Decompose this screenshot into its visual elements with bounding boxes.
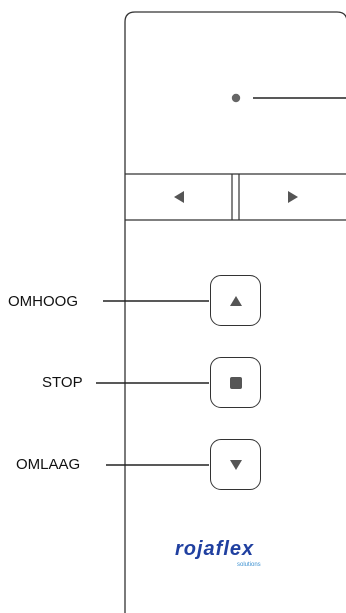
triangle-down-icon (229, 459, 242, 470)
triangle-up-icon (229, 295, 242, 306)
omlaag-label: OMLAAG (16, 456, 81, 473)
triangle-right-icon (288, 191, 298, 203)
stop-button[interactable] (210, 357, 261, 408)
stop-label: STOP (42, 374, 83, 391)
channel-right-button[interactable] (240, 175, 346, 219)
channel-left-button[interactable] (126, 175, 231, 219)
led-dot-icon (231, 93, 241, 103)
triangle-left-icon (173, 191, 184, 203)
logo-tagline: solutions (237, 562, 261, 568)
square-stop-icon (229, 376, 242, 389)
remote-outline (124, 11, 346, 613)
rojaflex-logo: rojaflex solutions (175, 538, 305, 572)
up-button[interactable] (210, 275, 261, 326)
down-button[interactable] (210, 439, 261, 490)
omhoog-label: OMHOOG (8, 293, 78, 310)
logo-brand: rojaflex (175, 538, 255, 560)
